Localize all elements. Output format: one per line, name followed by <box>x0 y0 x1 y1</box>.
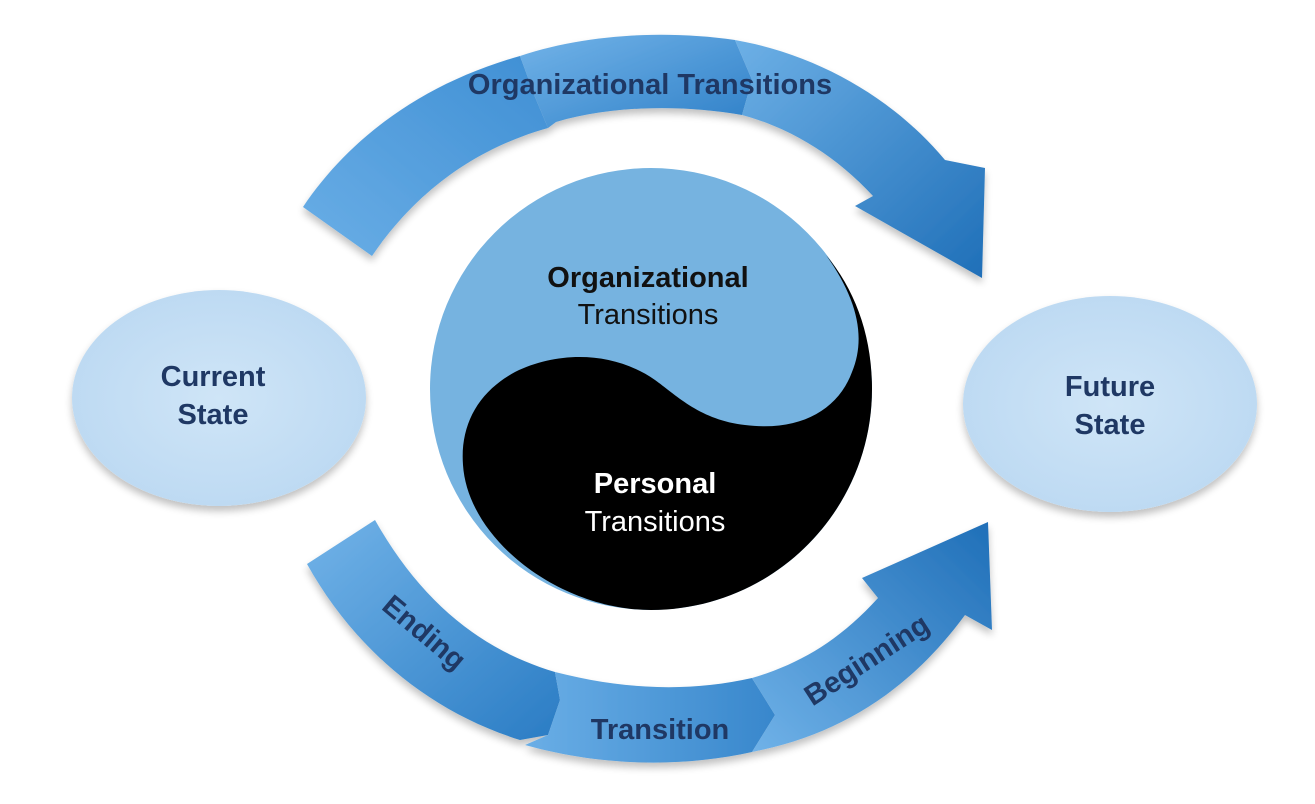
current-state-line1: Current <box>161 361 266 393</box>
bottom-arrow-beginning <box>752 522 992 752</box>
top-arrow-segment-right <box>735 40 985 278</box>
center-top-regular: Transitions <box>578 299 719 331</box>
current-state-line2: State <box>178 399 249 431</box>
future-state-ellipse <box>963 296 1257 512</box>
top-arrow-label: Organizational Transitions <box>468 69 832 101</box>
bottom-arrow-ending <box>307 520 560 740</box>
future-state-line1: Future <box>1065 371 1155 403</box>
future-state-line2: State <box>1075 409 1146 441</box>
top-arrow-group <box>303 34 985 278</box>
center-top-bold: Organizational <box>547 262 748 294</box>
center-bottom-regular: Transitions <box>585 506 726 538</box>
center-yin-yang <box>430 168 872 610</box>
top-arrow-segment-middle <box>520 34 752 128</box>
bottom-arrow-group <box>307 520 992 763</box>
transition-label: Transition <box>591 714 730 746</box>
center-bottom-bold: Personal <box>594 468 717 500</box>
yang-dark-half <box>462 255 872 610</box>
bottom-arrow-transition <box>525 672 775 763</box>
top-arrow-segment-left <box>303 56 548 256</box>
current-state-ellipse <box>72 290 366 506</box>
